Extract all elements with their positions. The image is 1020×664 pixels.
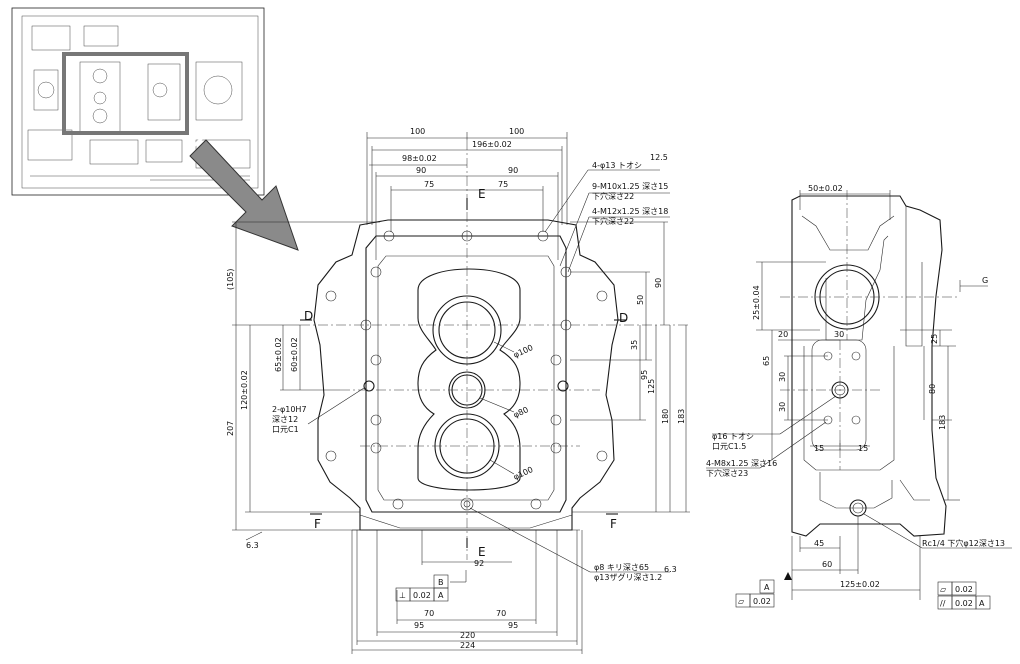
side-leaders: [706, 280, 1012, 549]
surface-6-3-right: 6.3: [664, 565, 677, 574]
front-tolerance-frame: [395, 574, 449, 602]
section-d-left: D: [304, 309, 313, 323]
dim-95-right: 95: [508, 621, 518, 630]
dim-224: 224: [460, 641, 475, 650]
dim-35-r: 35: [630, 340, 639, 350]
section-f-right: F: [610, 517, 617, 531]
section-e-bottom: E: [478, 545, 486, 559]
side-callout-m8-2: 下穴深さ23: [706, 468, 748, 478]
surface-12-5: 12.5: [650, 153, 668, 162]
front-view: [300, 140, 690, 560]
highlight-frame: [62, 52, 189, 135]
dim-180-r: 180: [661, 409, 670, 424]
dim-70-right: 70: [496, 609, 506, 618]
dim-120: 120±0.02: [240, 370, 249, 410]
dim-50-r: 50: [636, 295, 645, 305]
dim-207: 207: [226, 421, 235, 436]
side-flat-left-value: 0.02: [753, 597, 771, 606]
section-f-left: F: [314, 517, 321, 531]
side-callout-rc: Rc1/4 下穴φ12深さ13: [922, 538, 1005, 548]
front-left-dims: [232, 221, 380, 531]
side-dims: [756, 190, 960, 600]
callout-m12-1: 4-M12x1.25 深さ18: [592, 207, 668, 216]
side-parallel-symbol: //: [940, 599, 946, 608]
callout-bore100-top: φ100: [512, 343, 534, 360]
datum-b: B: [438, 578, 444, 587]
dim-100-left: 100: [410, 127, 425, 136]
tol-datum-front: A: [438, 591, 444, 600]
callout-m10-2: 下穴深さ22: [592, 191, 634, 201]
callout-pin-3: 口元C1: [272, 425, 299, 434]
side-parallel-value: 0.02: [955, 599, 973, 608]
side-dim-45: 45: [814, 539, 824, 548]
surface-6-3-left: 6.3: [246, 541, 259, 550]
side-dim-30-low: 30: [778, 402, 787, 412]
dim-90-r: 90: [654, 278, 663, 288]
callout-m12-2: 下穴深さ22: [592, 216, 634, 226]
side-datum-a: A: [764, 583, 770, 592]
dim-95-left: 95: [414, 621, 424, 630]
dim-75-left: 75: [424, 180, 434, 189]
section-g: G: [982, 276, 988, 285]
side-dim-80: 80: [928, 384, 937, 394]
dim-98: 98±0.02: [402, 154, 437, 163]
dim-92: 92: [474, 559, 484, 568]
side-dim-65: 65: [762, 356, 771, 366]
dim-60: 60±0.02: [290, 337, 299, 372]
side-dim-25: 25±0.04: [752, 285, 761, 320]
side-parallel-datum: A: [979, 599, 985, 608]
side-dim-30-mid: 30: [778, 372, 787, 382]
side-dim-25-right: 25: [930, 334, 939, 344]
callout-drill-2: φ13ザグリ深さ1.2: [594, 572, 662, 582]
dim-220: 220: [460, 631, 475, 640]
dim-196: 196±0.02: [472, 140, 512, 149]
front-right-dims: [570, 221, 690, 513]
callout-pin-2: 深さ12: [272, 415, 298, 424]
front-leaders: [245, 169, 670, 583]
side-dim-183: 183: [938, 415, 947, 430]
callout-holes13: 4-φ13 トオシ: [592, 161, 642, 170]
callout-drill-1: φ8 キリ深さ65: [594, 563, 649, 572]
dim-100-right: 100: [509, 127, 524, 136]
side-flat-left-symbol: ▱: [738, 597, 745, 606]
front-top-dims: [366, 132, 568, 260]
side-flat-right-symbol: ▱: [940, 585, 947, 594]
callout-m10-1: 9-M10x1.25 深さ15: [592, 182, 668, 191]
side-callout-h16-1: φ16 トオシ: [712, 432, 754, 441]
dim-125-r: 125: [647, 379, 656, 394]
side-callout-m8-1: 4-M8x1.25 深さ16: [706, 459, 777, 468]
section-mark-lines: [300, 198, 626, 548]
overview-thumbnail: [11, 7, 265, 196]
tol-value-front: 0.02: [413, 591, 431, 600]
callout-pin-1: 2-φ10H7: [272, 405, 307, 414]
front-bottom-dims: [351, 530, 583, 654]
side-dim-15-right: 15: [858, 444, 868, 453]
side-dim-50: 50±0.02: [808, 184, 843, 193]
zoom-arrow: [188, 132, 299, 251]
side-dim-30-top: 30: [834, 330, 844, 339]
dim-95-r: 95: [640, 370, 649, 380]
callout-bore100-bottom: φ100: [512, 465, 534, 482]
side-view: [780, 190, 960, 537]
dim-75-right: 75: [498, 180, 508, 189]
side-dim-20: 20: [778, 330, 788, 339]
dim-65: 65±0.02: [274, 337, 283, 372]
section-e-top: E: [478, 187, 486, 201]
bolt-holes: [325, 230, 608, 511]
callout-bore80: φ80: [512, 405, 530, 420]
dim-105: (105): [226, 268, 235, 290]
side-tolerance-frames: [735, 572, 991, 610]
side-callout-h16-2: 口元C1.5: [712, 442, 746, 451]
side-dim-15-left: 15: [814, 444, 824, 453]
dim-70-left: 70: [424, 609, 434, 618]
tol-symbol-front: ⊥: [399, 591, 406, 600]
dim-90-left: 90: [416, 166, 426, 175]
dim-183-r: 183: [677, 409, 686, 424]
side-dim-60: 60: [822, 560, 832, 569]
section-d-right: D: [619, 311, 628, 325]
side-dim-125: 125±0.02: [840, 580, 880, 589]
dim-90-right: 90: [508, 166, 518, 175]
side-flat-right-value: 0.02: [955, 585, 973, 594]
